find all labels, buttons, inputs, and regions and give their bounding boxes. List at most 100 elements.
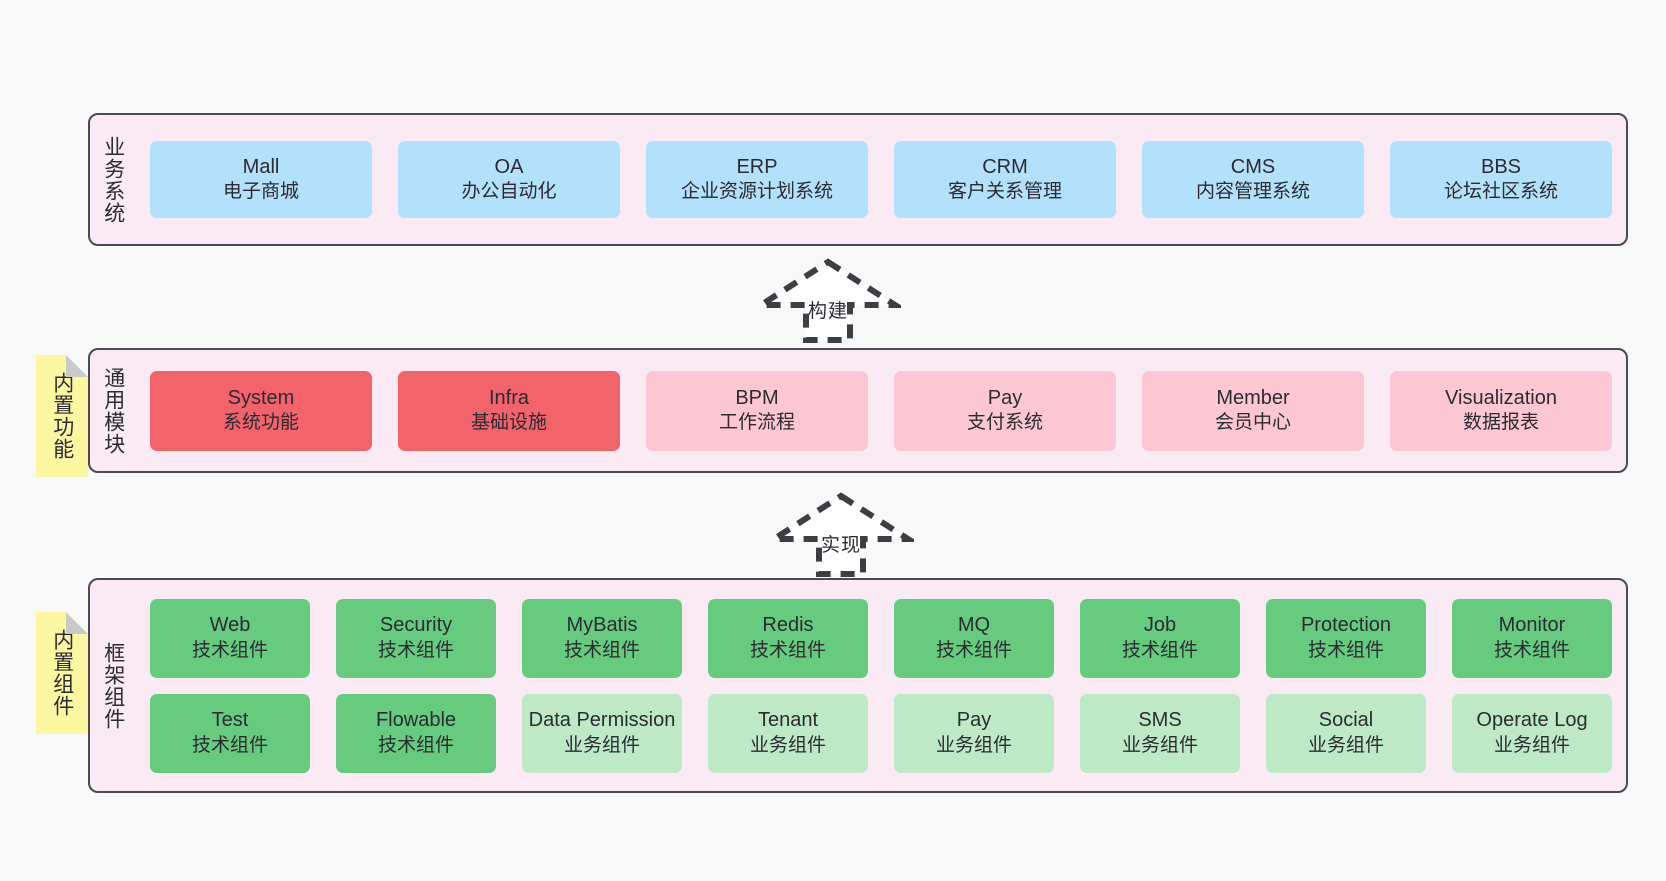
card-title: Web xyxy=(209,614,251,637)
card-title: BPM xyxy=(735,386,779,409)
card-subtitle: 内容管理系统 xyxy=(1195,181,1310,203)
card-title: CRM xyxy=(982,155,1028,178)
card-title: Security xyxy=(379,614,453,637)
card-subtitle: 技术组件 xyxy=(191,639,268,661)
card-subtitle: 业务组件 xyxy=(1307,734,1384,756)
card-pay[interactable]: Pay 支付系统 xyxy=(894,370,1116,451)
connector-build: 构建 xyxy=(755,258,901,344)
dashed-hollow-arrow-up-icon xyxy=(755,258,901,343)
card-redis[interactable]: Redis 技术组件 xyxy=(708,598,868,678)
connector-implement: 实现 xyxy=(768,492,914,578)
layer-title-framework-component: 框架组件 xyxy=(101,641,125,730)
card-row: Test 技术组件 Flowable 技术组件 Data Permission … xyxy=(150,693,1612,773)
card-title: Monitor xyxy=(1498,614,1566,637)
layer-business-system: 业务系统 Mall 电子商城 OA 办公自动化 ERP 企业资源计划系统 CRM… xyxy=(88,113,1628,246)
card-cms[interactable]: CMS 内容管理系统 xyxy=(1142,141,1364,218)
folded-corner-icon xyxy=(66,355,88,377)
card-subtitle: 技术组件 xyxy=(1307,639,1384,661)
layer-body-business-system: Mall 电子商城 OA 办公自动化 ERP 企业资源计划系统 CRM 客户关系… xyxy=(136,115,1626,244)
card-mybatis[interactable]: MyBatis 技术组件 xyxy=(522,598,682,678)
card-mq[interactable]: MQ 技术组件 xyxy=(894,598,1054,678)
card-title: Social xyxy=(1318,709,1374,732)
card-title: BBS xyxy=(1480,155,1522,178)
card-protection[interactable]: Protection 技术组件 xyxy=(1266,598,1426,678)
card-subtitle: 支付系统 xyxy=(966,412,1043,434)
card-bbs[interactable]: BBS 论坛社区系统 xyxy=(1390,141,1612,218)
card-subtitle: 业务组件 xyxy=(1493,734,1570,756)
card-title: Visualization xyxy=(1445,386,1557,409)
card-flowable[interactable]: Flowable 技术组件 xyxy=(336,693,496,773)
card-subtitle: 客户关系管理 xyxy=(947,181,1062,203)
card-operate-log[interactable]: Operate Log 业务组件 xyxy=(1452,693,1612,773)
card-title: Data Permission xyxy=(528,709,676,732)
note-label: 内置功能 xyxy=(50,372,74,460)
card-bpm[interactable]: BPM 工作流程 xyxy=(646,370,868,451)
card-monitor[interactable]: Monitor 技术组件 xyxy=(1452,598,1612,678)
card-subtitle: 技术组件 xyxy=(377,639,454,661)
card-subtitle: 系统功能 xyxy=(222,412,299,434)
card-subtitle: 工作流程 xyxy=(718,412,795,434)
card-subtitle: 数据报表 xyxy=(1462,412,1539,434)
card-row: System 系统功能 Infra 基础设施 BPM 工作流程 Pay 支付系统… xyxy=(150,370,1612,451)
card-infra[interactable]: Infra 基础设施 xyxy=(398,370,620,451)
card-mall[interactable]: Mall 电子商城 xyxy=(150,141,372,218)
card-erp[interactable]: ERP 企业资源计划系统 xyxy=(646,141,868,218)
layer-body-common-module: System 系统功能 Infra 基础设施 BPM 工作流程 Pay 支付系统… xyxy=(136,350,1626,471)
card-title: MyBatis xyxy=(566,614,638,637)
card-subtitle: 业务组件 xyxy=(1121,734,1198,756)
card-crm[interactable]: CRM 客户关系管理 xyxy=(894,141,1116,218)
card-subtitle: 技术组件 xyxy=(191,734,268,756)
card-title: CMS xyxy=(1230,155,1276,178)
card-title: SMS xyxy=(1138,709,1182,732)
note-builtin-component: 内置组件 xyxy=(36,612,88,734)
card-title: Pay xyxy=(956,709,992,732)
layer-title-common-module: 通用模块 xyxy=(101,366,125,455)
card-subtitle: 技术组件 xyxy=(563,639,640,661)
card-title: Job xyxy=(1143,614,1177,637)
card-system[interactable]: System 系统功能 xyxy=(150,370,372,451)
layer-body-framework-component: Web 技术组件 Security 技术组件 MyBatis 技术组件 Redi… xyxy=(136,580,1626,791)
card-title: MQ xyxy=(957,614,991,637)
connector-label-implement: 实现 xyxy=(820,535,861,556)
layer-framework-component: 框架组件 Web 技术组件 Security 技术组件 MyBatis 技术组件… xyxy=(88,578,1628,793)
card-title: Redis xyxy=(762,614,814,637)
connector-label-build: 构建 xyxy=(807,301,848,322)
card-oa[interactable]: OA 办公自动化 xyxy=(398,141,620,218)
card-subtitle: 会员中心 xyxy=(1214,412,1291,434)
card-title: OA xyxy=(494,155,524,178)
card-subtitle: 业务组件 xyxy=(563,734,640,756)
card-member[interactable]: Member 会员中心 xyxy=(1142,370,1364,451)
card-tenant[interactable]: Tenant 业务组件 xyxy=(708,693,868,773)
card-title: Tenant xyxy=(757,709,819,732)
card-title: Pay xyxy=(987,386,1023,409)
card-subtitle: 技术组件 xyxy=(1121,639,1198,661)
card-title: Protection xyxy=(1300,614,1392,637)
dashed-hollow-arrow-up-icon xyxy=(768,492,914,577)
card-title: Test xyxy=(211,709,249,732)
layer-title-business-system: 业务系统 xyxy=(101,135,125,224)
card-subtitle: 技术组件 xyxy=(377,734,454,756)
card-title: Flowable xyxy=(375,709,457,732)
card-subtitle: 电子商城 xyxy=(222,181,299,203)
card-job[interactable]: Job 技术组件 xyxy=(1080,598,1240,678)
card-row: Mall 电子商城 OA 办公自动化 ERP 企业资源计划系统 CRM 客户关系… xyxy=(150,141,1612,218)
card-subtitle: 企业资源计划系统 xyxy=(680,181,833,203)
card-pay-business[interactable]: Pay 业务组件 xyxy=(894,693,1054,773)
card-title: System xyxy=(227,386,295,409)
card-title: ERP xyxy=(736,155,778,178)
card-social[interactable]: Social 业务组件 xyxy=(1266,693,1426,773)
card-sms[interactable]: SMS 业务组件 xyxy=(1080,693,1240,773)
card-subtitle: 技术组件 xyxy=(935,639,1012,661)
card-test[interactable]: Test 技术组件 xyxy=(150,693,310,773)
card-subtitle: 基础设施 xyxy=(470,412,547,434)
card-title: Member xyxy=(1216,386,1290,409)
card-security[interactable]: Security 技术组件 xyxy=(336,598,496,678)
card-web[interactable]: Web 技术组件 xyxy=(150,598,310,678)
note-builtin-feature: 内置功能 xyxy=(36,355,88,477)
layer-common-module: 通用模块 System 系统功能 Infra 基础设施 BPM 工作流程 Pay… xyxy=(88,348,1628,473)
card-visualization[interactable]: Visualization 数据报表 xyxy=(1390,370,1612,451)
card-data-permission[interactable]: Data Permission 业务组件 xyxy=(522,693,682,773)
card-subtitle: 办公自动化 xyxy=(461,181,557,203)
card-subtitle: 技术组件 xyxy=(749,639,826,661)
